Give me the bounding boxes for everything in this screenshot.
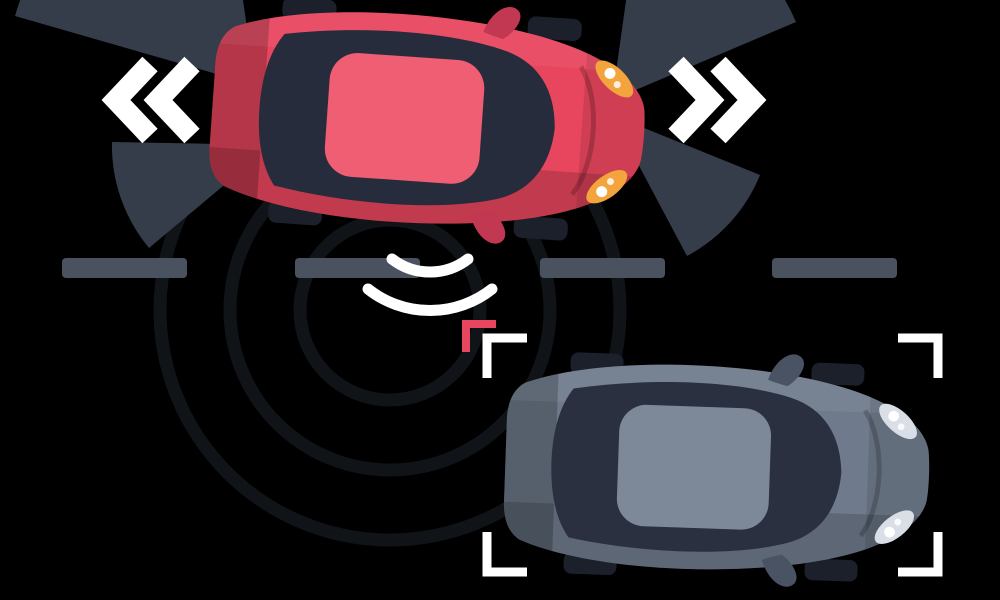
chevron-left-icon	[143, 56, 200, 144]
lane-markings	[62, 258, 897, 278]
sensor-fan-top-right-icon	[612, 0, 796, 100]
chevron-right-icon	[668, 56, 725, 144]
sonar-arc-outer	[362, 283, 498, 316]
chevron-left-icon	[101, 56, 158, 144]
detection-frame-corners-icon	[482, 333, 943, 577]
car-roof	[322, 51, 487, 186]
sonar-arc-inner	[386, 253, 474, 278]
red-corner-marker-icon	[462, 320, 496, 352]
sensor-fan-bottom-right-icon	[612, 115, 760, 256]
lane-dash	[540, 258, 665, 278]
double-chevron-right-icon	[668, 56, 767, 144]
chevron-right-icon	[710, 56, 767, 144]
lane-dash	[772, 258, 897, 278]
frame-corner-top-left-icon	[482, 333, 527, 378]
car-roof	[615, 403, 772, 531]
lane-dash	[62, 258, 187, 278]
frame-corner-bottom-right-icon	[898, 532, 943, 577]
frame-corner-bottom-left-icon	[482, 532, 527, 577]
double-chevron-left-icon	[101, 56, 200, 144]
frame-corner-top-right-icon	[898, 333, 943, 378]
sensor-fan-top-left-icon	[15, 0, 255, 85]
sonar-wave-icon	[362, 253, 498, 316]
